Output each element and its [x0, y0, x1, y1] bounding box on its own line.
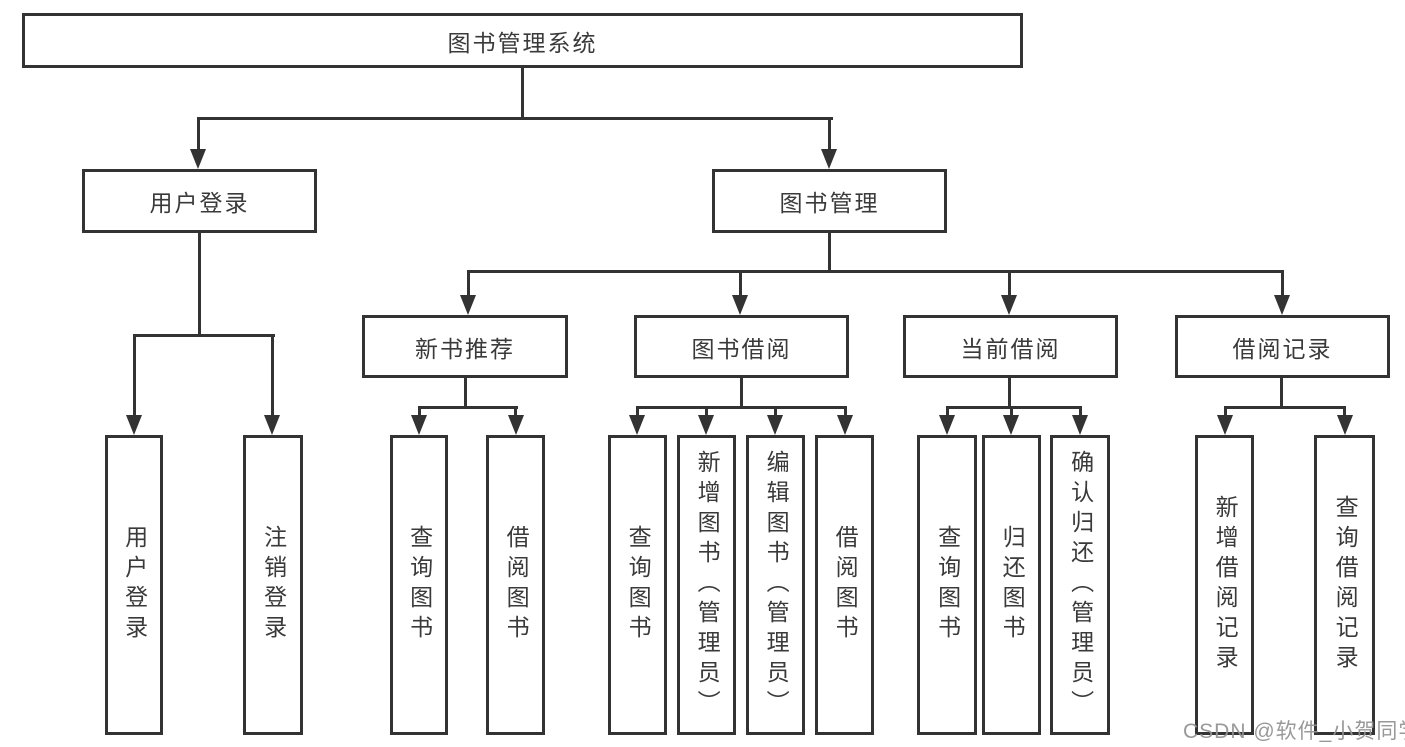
leaf-borrow-books-recommend-label: 借阅图书 [503, 525, 530, 645]
node-borrow-records-label: 借阅记录 [1232, 335, 1333, 362]
node-borrow-records: 借阅记录 [1175, 315, 1390, 378]
connector-drop [844, 406, 847, 421]
arrow-down-icon [1003, 415, 1019, 435]
connector-drop [1010, 406, 1013, 421]
arrow-down-icon [821, 149, 837, 169]
leaf-add-borrow-record-label: 新增借阅记录 [1212, 495, 1239, 675]
arrow-down-icon [837, 415, 853, 435]
leaf-query-books-current: 查询图书 [917, 435, 977, 735]
leaf-add-books-admin: 新增图书（管理员） [677, 435, 736, 735]
node-new-book-recommend-label: 新书推荐 [415, 335, 515, 362]
leaf-return-books: 归还图书 [982, 435, 1041, 735]
leaf-return-books-label: 归还图书 [999, 525, 1026, 645]
leaf-user-login-label: 用户登录 [121, 525, 148, 645]
arrow-down-icon [732, 295, 748, 315]
arrow-down-icon [264, 415, 280, 435]
leaf-edit-books-admin-label: 编辑图书（管理员） [763, 450, 790, 720]
node-library-system: 图书管理系统 [22, 13, 1023, 68]
leaf-add-borrow-record: 新增借阅记录 [1195, 435, 1254, 735]
connector-root-stub [521, 68, 524, 119]
node-new-book-recommend: 新书推荐 [362, 315, 568, 378]
arrow-down-icon [629, 415, 645, 435]
connector-book-management-stub [828, 233, 831, 273]
node-user-login-group: 用户登录 [82, 169, 317, 233]
leaf-logout-label: 注销登录 [260, 525, 287, 645]
node-book-borrow-label: 图书借阅 [691, 335, 792, 362]
connector-borrow-records-horizontal [1224, 406, 1346, 409]
arrow-down-icon [698, 415, 714, 435]
leaf-query-books-recommend-label: 查询图书 [406, 525, 433, 645]
connector-drop-new-book [467, 270, 470, 300]
leaf-confirm-return-admin-label: 确认归还（管理员） [1067, 450, 1094, 720]
leaf-borrow-books-recommend: 借阅图书 [486, 435, 545, 735]
node-current-borrow: 当前借阅 [903, 315, 1118, 378]
leaf-edit-books-admin: 编辑图书（管理员） [746, 435, 805, 735]
node-library-system-label: 图书管理系统 [447, 29, 598, 56]
connector-drop [1079, 406, 1082, 421]
connector-drop [1224, 406, 1227, 421]
arrow-down-icon [1274, 295, 1290, 315]
connector-drop-book-borrow [739, 270, 742, 300]
connector-drop [774, 406, 777, 421]
node-book-management-label: 图书管理 [779, 190, 880, 216]
arrow-down-icon [508, 415, 524, 435]
connector-user-login-stub [198, 233, 201, 337]
connector-new-book-stub [464, 378, 467, 409]
connector-book-borrow-stub [740, 378, 743, 409]
leaf-query-books-borrow-label: 查询图书 [625, 525, 652, 645]
connector-drop [514, 406, 517, 421]
leaf-query-books-borrow: 查询图书 [608, 435, 667, 735]
arrow-down-icon [767, 415, 783, 435]
connector-drop-user-login [197, 117, 200, 153]
node-current-borrow-label: 当前借阅 [960, 335, 1061, 362]
arrow-down-icon [1337, 415, 1353, 435]
connector-drop-leaf-login [133, 334, 136, 420]
connector-drop [705, 406, 708, 421]
connector-drop [1343, 406, 1346, 421]
connector-drop-current-borrow [1008, 270, 1011, 300]
arrow-down-icon [411, 415, 427, 435]
connector-book-management-horizontal [467, 270, 1284, 273]
connector-borrow-records-stub [1280, 378, 1283, 409]
leaf-query-books-current-label: 查询图书 [934, 525, 961, 645]
connector-drop [946, 406, 949, 421]
leaf-borrow-books: 借阅图书 [815, 435, 874, 735]
connector-drop-book-management [828, 117, 831, 153]
connector-drop-borrow-records [1281, 270, 1284, 300]
connector-drop [418, 406, 421, 421]
arrow-down-icon [126, 415, 142, 435]
connector-current-borrow-stub [1008, 378, 1011, 409]
arrow-down-icon [939, 415, 955, 435]
arrow-down-icon [1001, 295, 1017, 315]
connector-new-book-horizontal [418, 406, 518, 409]
connector-root-horizontal [197, 117, 833, 120]
leaf-query-books-recommend: 查询图书 [390, 435, 448, 735]
leaf-confirm-return-admin: 确认归还（管理员） [1050, 435, 1110, 735]
node-book-management: 图书管理 [712, 169, 947, 233]
leaf-add-books-admin-label: 新增图书（管理员） [694, 450, 721, 720]
arrow-down-icon [1217, 415, 1233, 435]
csdn-watermark: CSDN @软件_小贺同学 [1183, 720, 1405, 743]
leaf-query-borrow-record: 查询借阅记录 [1314, 435, 1375, 735]
leaf-logout: 注销登录 [243, 435, 303, 735]
connector-book-borrow-horizontal [636, 406, 847, 409]
leaf-user-login: 用户登录 [105, 435, 163, 735]
connector-current-borrow-horizontal [946, 406, 1082, 409]
arrow-down-icon [1072, 415, 1088, 435]
leaf-borrow-books-label: 借阅图书 [832, 525, 859, 645]
arrow-down-icon [190, 149, 206, 169]
node-user-login-group-label: 用户登录 [149, 190, 250, 216]
connector-drop-leaf-logout [271, 334, 274, 420]
leaf-query-borrow-record-label: 查询借阅记录 [1332, 495, 1359, 675]
connector-user-login-horizontal [133, 334, 275, 337]
connector-drop [636, 406, 639, 421]
arrow-down-icon [460, 295, 476, 315]
node-book-borrow: 图书借阅 [634, 315, 849, 378]
